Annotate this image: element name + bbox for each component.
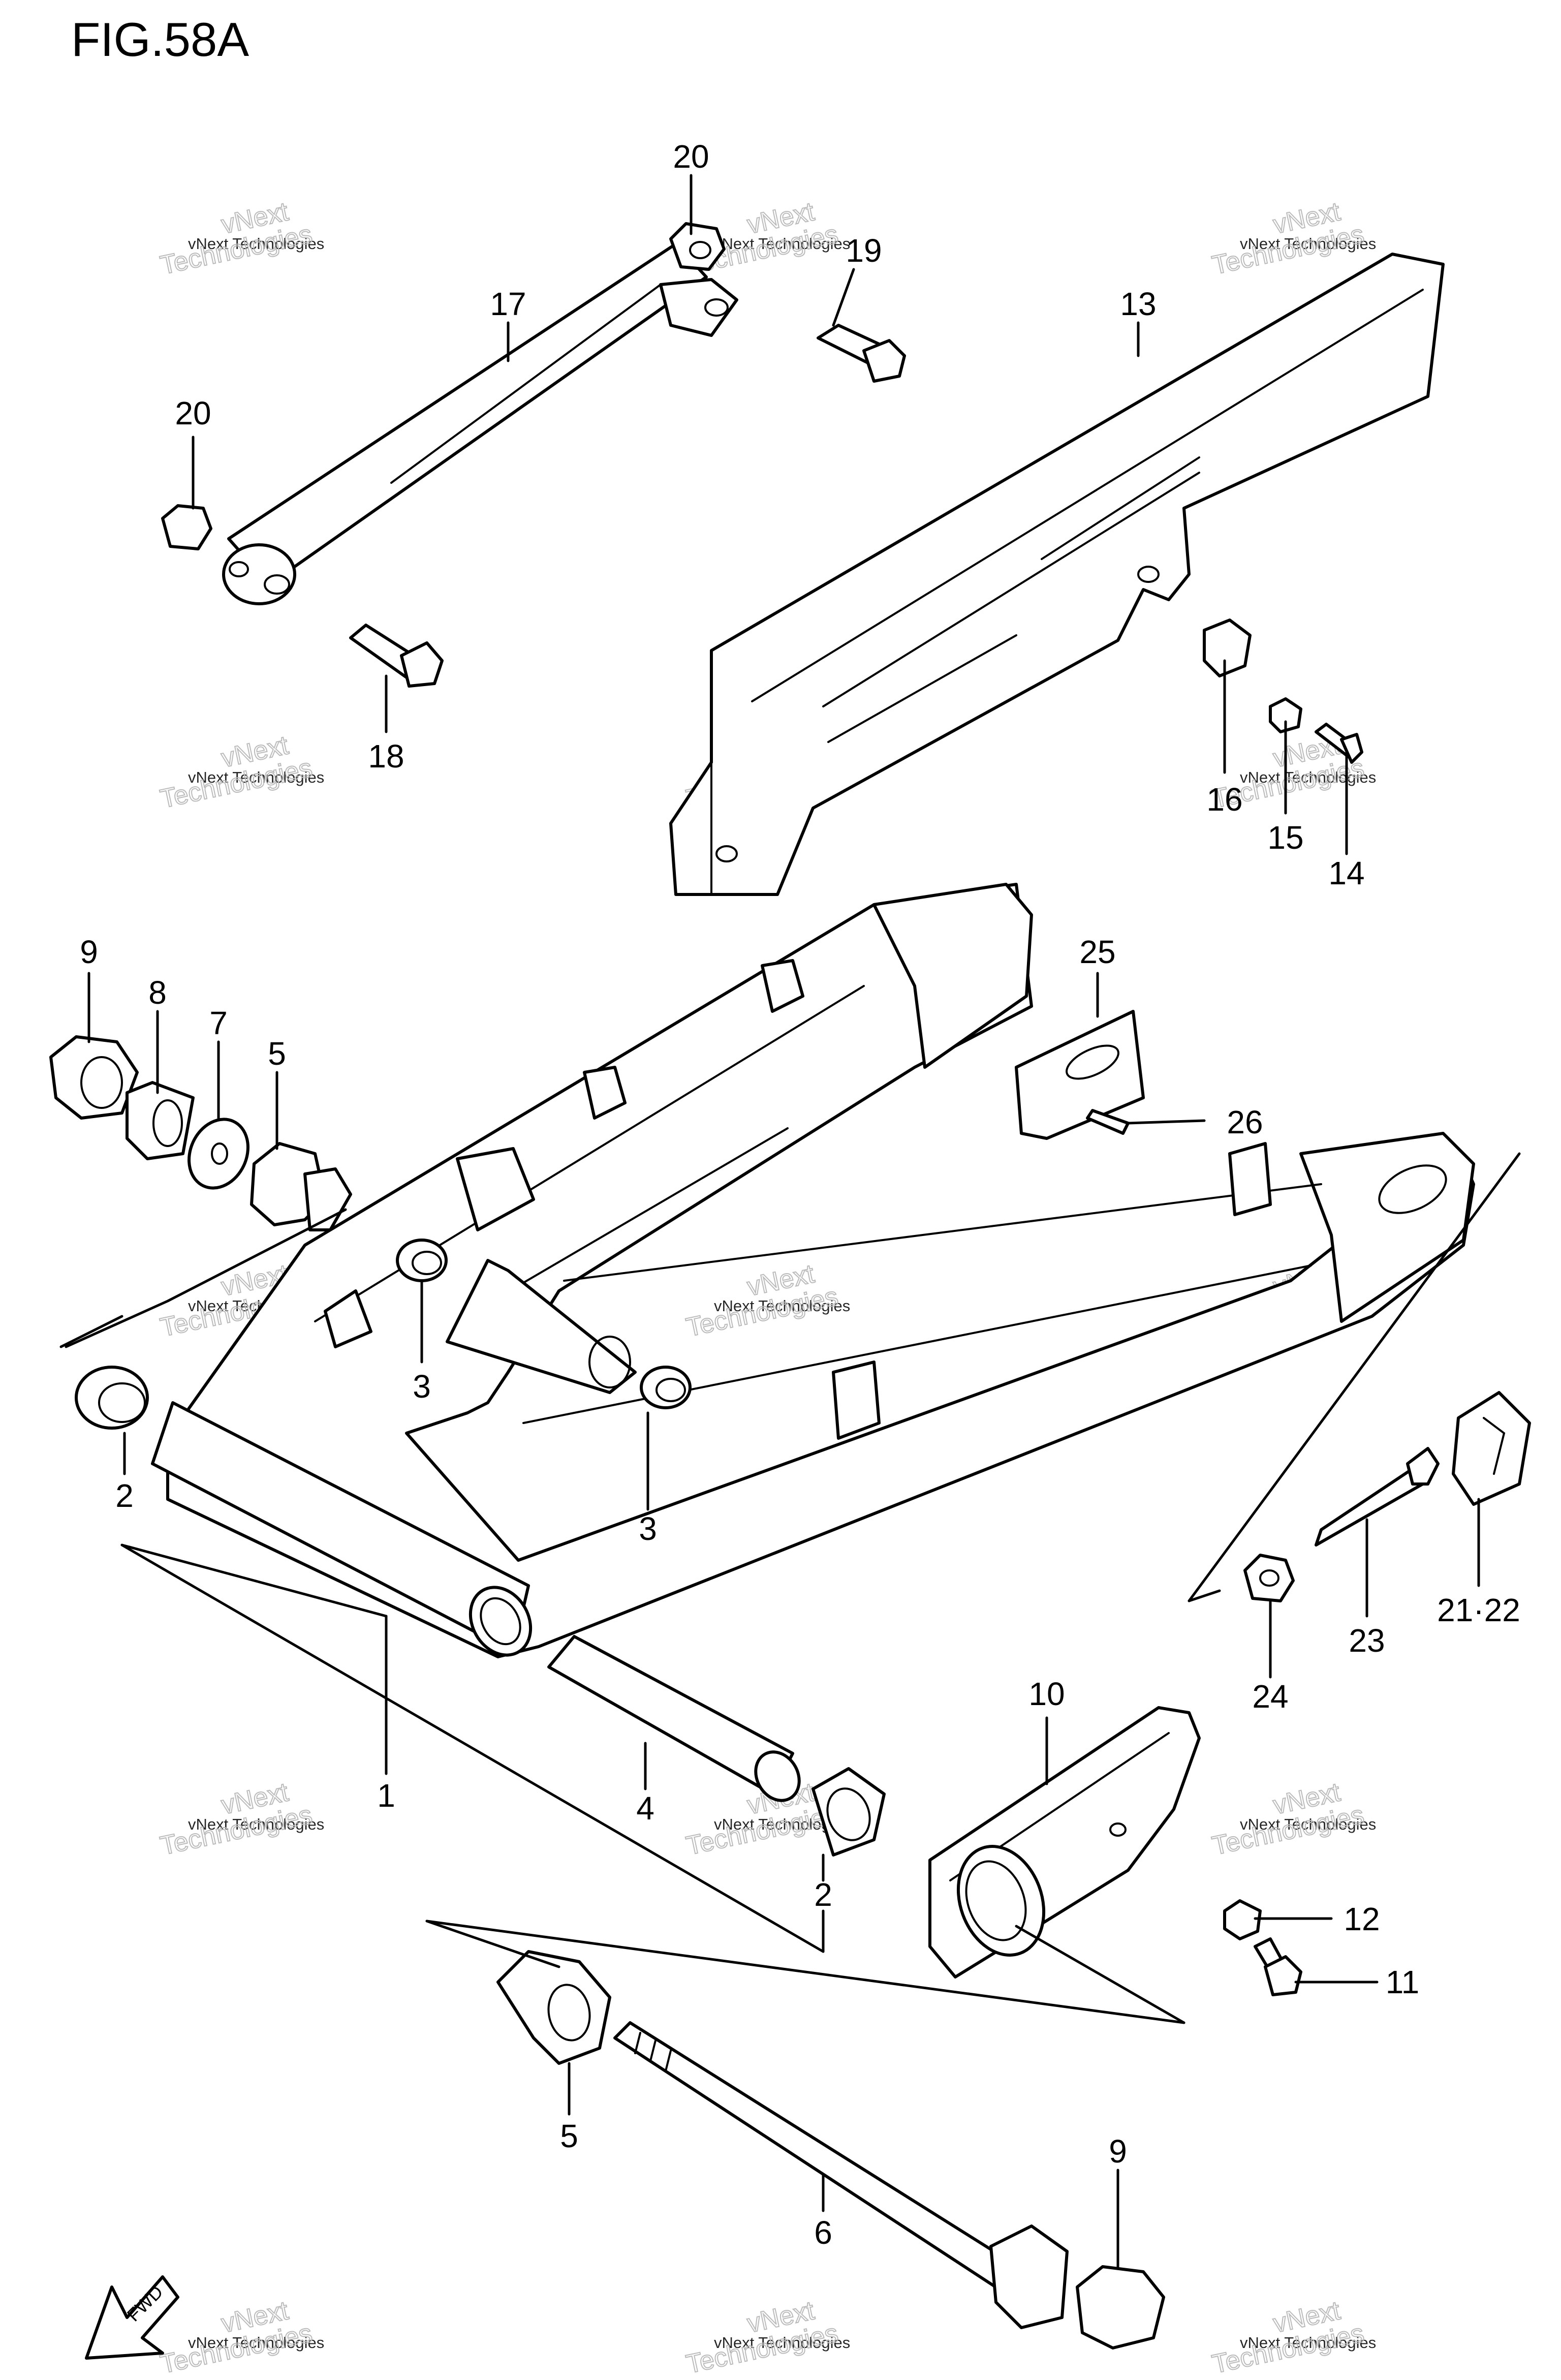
callout-26: 26: [1227, 1104, 1263, 1140]
spacer-part-12: [1223, 1899, 1262, 1940]
bearing-part-2-right: [811, 1767, 886, 1857]
plate-part-25: [1015, 1010, 1145, 1140]
callout-2: 2: [115, 1477, 134, 1514]
callout-3: 3: [413, 1368, 431, 1405]
callout-12: 12: [1344, 1901, 1380, 1937]
sleeve-part-4: [547, 1635, 801, 1802]
watermark: vNext Technologies vNext Technologies: [1209, 2295, 1376, 2379]
callout-10: 10: [1028, 1676, 1065, 1712]
watermark: vNext Technologies vNext Technologies: [157, 2295, 324, 2379]
nut-part-24: [1243, 1554, 1295, 1602]
screw-part-14: [1315, 723, 1363, 764]
washer-part-7: [188, 1118, 249, 1190]
callout-5: 5: [268, 1035, 286, 1072]
svg-text:vNext Technologies: vNext Technologies: [1240, 235, 1376, 253]
callout-20: 20: [673, 138, 709, 175]
bolt-part-19: [817, 324, 906, 383]
callout-23: 23: [1349, 1622, 1385, 1659]
callout-15: 15: [1267, 819, 1303, 856]
callout-11: 11: [1386, 1964, 1419, 2000]
svg-text:vNext Technologies: vNext Technologies: [714, 235, 850, 253]
watermark: vNext Technologies vNext Technologies: [1209, 196, 1376, 281]
callout-2: 2: [814, 1876, 832, 1913]
callout-24: 24: [1252, 1678, 1288, 1715]
watermark: vNext Technologies vNext Technologies: [157, 196, 324, 281]
callout-9: 9: [80, 934, 98, 970]
svg-text:vNext Technologies: vNext Technologies: [188, 768, 324, 786]
bearing-part-3-right: [640, 1366, 692, 1409]
callout-16: 16: [1206, 781, 1242, 818]
callout-6: 6: [814, 2214, 832, 2251]
callout-21-22: 21·22: [1437, 1592, 1520, 1628]
collar-part-5-lower: [496, 1950, 611, 2065]
callout-4: 4: [636, 1790, 654, 1827]
callout-13: 13: [1120, 286, 1156, 322]
collar-part-5-upper: [250, 1142, 352, 1231]
callout-14: 14: [1328, 855, 1364, 891]
bushing-part-8: [126, 1081, 195, 1160]
callout-7: 7: [209, 1005, 228, 1041]
callout-5: 5: [560, 2118, 578, 2154]
bolt-part-23: [1315, 1447, 1440, 1547]
nut-plate-part-21-22: [1452, 1391, 1531, 1506]
nut-part-20-top: [669, 222, 726, 271]
torque-rod-part-17: [222, 242, 738, 605]
pivot-shaft-part-6: [613, 2021, 1069, 2329]
nut-part-9-upper: [49, 1035, 139, 1120]
figure-title: FIG.58A: [71, 13, 249, 66]
svg-text:vNext Technologies: vNext Technologies: [1240, 1815, 1376, 1833]
collar-part-16: [1203, 619, 1252, 677]
callout-17: 17: [490, 286, 526, 322]
callout-25: 25: [1079, 934, 1115, 970]
svg-text:vNext Technologies: vNext Technologies: [714, 1297, 850, 1315]
svg-text:vNext Technologies: vNext Technologies: [188, 1815, 324, 1833]
bolt-part-11: [1254, 1937, 1302, 1996]
nut-part-20-left: [161, 504, 212, 550]
svg-text:vNext Technologies: vNext Technologies: [188, 2334, 324, 2352]
watermark: vNext Technologies vNext Technologies: [157, 730, 324, 814]
bearing-part-3-left: [396, 1239, 448, 1282]
callout-20: 20: [175, 395, 211, 431]
callout-18: 18: [368, 738, 404, 775]
nut-part-9-lower: [1076, 2265, 1165, 2350]
callout-3: 3: [639, 1510, 657, 1547]
watermark: vNext Technologies vNext Technologies: [157, 1777, 324, 1861]
watermark: vNext Technologies vNext Technologies: [683, 1258, 850, 1343]
callout-19: 19: [846, 232, 882, 269]
chain-buffer-part-10: [928, 1706, 1201, 1979]
callout-1: 1: [377, 1777, 395, 1814]
pivot-tube: [151, 1401, 533, 1657]
spacer-part-15: [1269, 697, 1302, 733]
watermark: vNext Technologies vNext Technologies: [1209, 1777, 1376, 1861]
callout-labels: 20 19 17 13 20 18 16 15 14 9 8 7 5 25 26…: [80, 138, 1520, 2251]
callout-8: 8: [148, 974, 167, 1011]
fwd-direction-indicator: FWD: [85, 2275, 179, 2360]
watermark: vNext Technologies vNext Technologies: [683, 196, 850, 281]
svg-text:vNext Technologies: vNext Technologies: [188, 235, 324, 253]
svg-text:vNext Technologies: vNext Technologies: [1240, 768, 1376, 786]
bolt-part-18: [349, 624, 444, 688]
svg-text:vNext Technologies: vNext Technologies: [714, 2334, 850, 2352]
chain-guard-part-13: [669, 253, 1445, 896]
watermark: vNext Technologies vNext Technologies: [683, 2295, 850, 2379]
svg-text:vNext Technologies: vNext Technologies: [1240, 2334, 1376, 2352]
bearing-part-2-left: [75, 1366, 149, 1430]
callout-9: 9: [1109, 2133, 1127, 2170]
leader-lines: [59, 174, 1521, 2268]
